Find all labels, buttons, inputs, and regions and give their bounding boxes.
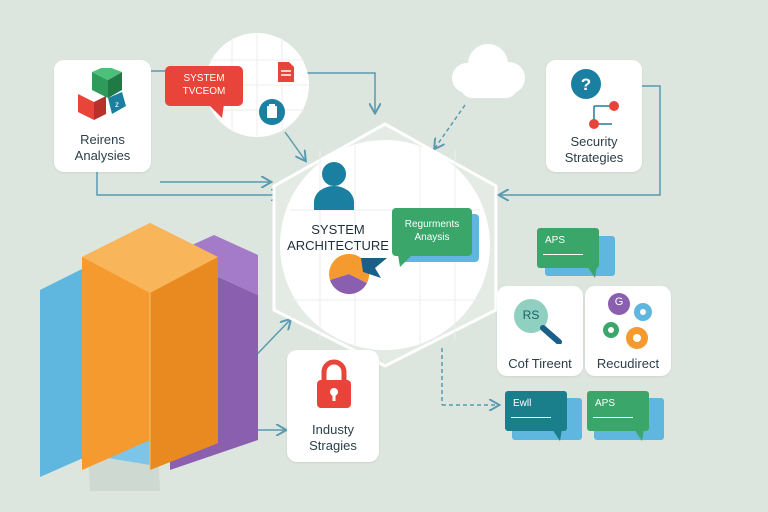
ewll-bubble-text: Ewll [513, 398, 532, 409]
connector-top-down [284, 131, 305, 160]
industry-strategies-card[interactable]: Industy Stragies [287, 350, 379, 462]
connector-req-to-center [96, 172, 280, 195]
gears-icon [603, 293, 652, 349]
aps-bottom-bubble-tail [634, 429, 644, 441]
ewll-bubble: Ewll [505, 391, 567, 431]
document-icon [278, 62, 294, 82]
aps-top-bubble-tail [587, 266, 597, 278]
clipboard-icon [259, 99, 285, 125]
question-circuit-icon: ? [571, 69, 619, 129]
pie-chart-icon [329, 253, 387, 295]
requirements-analysis-card[interactable]: z Reirens Analysies [54, 60, 151, 172]
aps-top-bubble-text: APS [545, 235, 566, 246]
requirements-analysis-label: Reirens Analysies [74, 132, 131, 163]
prism-blocks [40, 223, 258, 491]
magnifier-icon [514, 299, 562, 344]
security-strategies-label: Security Strategies [564, 134, 624, 165]
g-badge: G [614, 296, 624, 308]
connector-top-to-cloud [305, 72, 375, 112]
bubble-tail [398, 255, 412, 267]
cof-tireent-card[interactable]: RS Cof Tireent [497, 286, 583, 376]
recudirect-card[interactable]: G Recudirect [585, 286, 671, 376]
cloud-icon [452, 44, 525, 98]
cof-tireent-label: Cof Tireent [508, 356, 572, 371]
recudirect-label: Recudirect [596, 356, 660, 371]
security-strategies-card[interactable]: ? Security Strategies [546, 60, 642, 172]
system-architecture-title: SYSTEM ARCHITECTURE [287, 222, 389, 253]
aps-bottom-bubble-text: APS [595, 398, 616, 409]
system-bubble-text: SYSTEM TVCEOM [182, 73, 226, 97]
user-icon [314, 162, 354, 210]
isometric-cubes-icon: z [78, 68, 126, 120]
padlock-icon [317, 359, 351, 408]
industry-strategies-label: Industy Stragies [309, 422, 357, 453]
system-bubble: SYSTEM TVCEOM [165, 66, 243, 106]
svg-text:?: ? [581, 75, 591, 94]
rs-badge: RS [522, 308, 540, 322]
system-bubble-tail [208, 104, 224, 118]
ewll-bubble-tail [552, 429, 562, 441]
connector-security-loop [500, 85, 661, 195]
requirements-analysis-bubble-text: Regurments Anaysis [404, 219, 460, 243]
aps-top-bubble: APS [537, 228, 599, 268]
connector-cloud-dashed [435, 104, 466, 148]
requirements-analysis-bubble: Regurments Anaysis [392, 208, 472, 256]
aps-bottom-bubble: APS [587, 391, 649, 431]
svg-text:z: z [115, 100, 119, 109]
